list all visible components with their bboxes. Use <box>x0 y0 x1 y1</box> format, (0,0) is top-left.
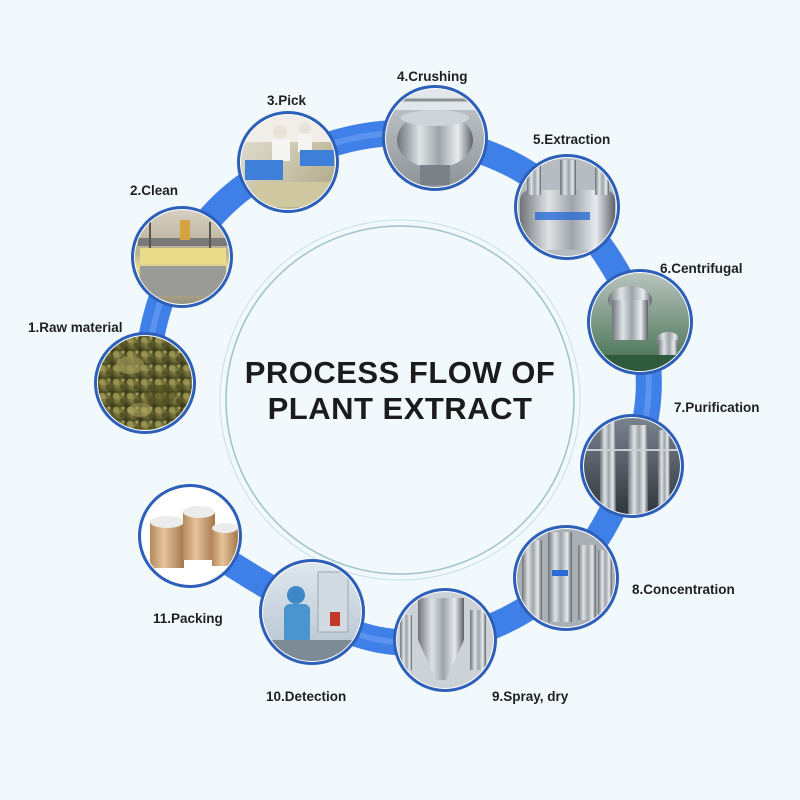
inner-circle-outer-line <box>219 219 581 581</box>
step-node-concentration <box>513 525 619 631</box>
step-label-crushing: 4.Crushing <box>397 69 468 84</box>
step-node-raw-material <box>94 332 196 434</box>
step-label-pick: 3.Pick <box>267 93 307 108</box>
step-label-purification: 7.Purification <box>674 400 760 415</box>
step-label-concentration: 8.Concentration <box>632 582 735 597</box>
step-node-pick <box>237 111 339 213</box>
step-label-extraction: 5.Extraction <box>533 132 611 147</box>
step-node-clean <box>131 206 233 308</box>
step-node-extraction <box>514 154 620 260</box>
step-node-packing <box>138 484 242 588</box>
purification-column-photo <box>584 418 680 514</box>
fiber-drums-photo <box>142 488 238 584</box>
centrifuge-photo <box>591 273 689 371</box>
step-label-detection: 10.Detection <box>266 689 347 704</box>
step-node-crushing <box>382 85 488 191</box>
washing-machine-photo <box>135 210 229 304</box>
step-node-spray-dry <box>393 588 497 692</box>
step-label-centrifugal: 6.Centrifugal <box>660 261 743 276</box>
diagram-title-line-2: PLANT EXTRACT <box>267 391 533 426</box>
step-label-packing: 11.Packing <box>153 611 223 626</box>
diagram-title: PROCESS FLOW OF PLANT EXTRACT <box>210 355 590 427</box>
diagram-title-line-1: PROCESS FLOW OF <box>244 355 556 390</box>
extraction-tank-photo <box>518 158 616 256</box>
step-node-detection <box>259 559 365 665</box>
step-label-raw-material: 1.Raw material <box>28 320 123 335</box>
picking-workers-photo <box>241 115 335 209</box>
step-node-centrifugal <box>587 269 693 375</box>
raw-material-photo <box>98 336 192 430</box>
inner-circle <box>225 225 575 575</box>
step-label-clean: 2.Clean <box>130 183 179 198</box>
step-label-spray-dry: 9.Spray, dry <box>492 689 569 704</box>
step-node-purification <box>580 414 684 518</box>
spray-dryer-photo <box>397 592 493 688</box>
